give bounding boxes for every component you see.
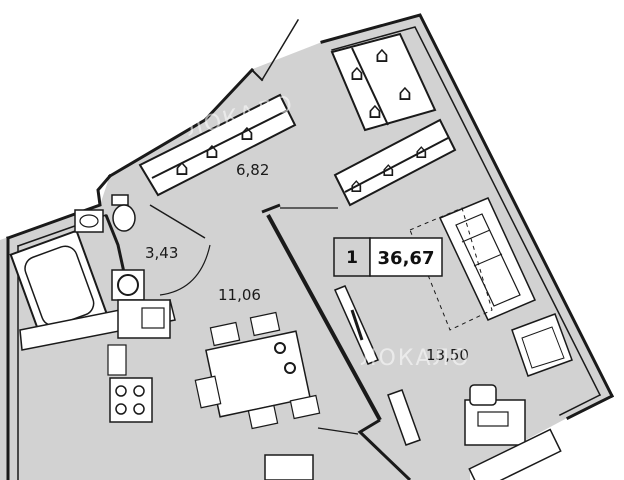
toilet xyxy=(111,194,129,206)
hanger-icon: ⌂ xyxy=(240,121,254,146)
hanger-icon: ⌂ xyxy=(350,173,363,197)
bathroom xyxy=(9,194,211,341)
radiator xyxy=(387,389,421,446)
window xyxy=(264,454,314,480)
hanger-icon: ⌂ xyxy=(415,139,428,163)
bathroom-door-swing xyxy=(159,244,211,296)
plate-icon xyxy=(284,362,296,374)
laptop-icon xyxy=(477,411,509,427)
hanger-icon: ⌂ xyxy=(350,61,364,86)
hanger-icon: ⌂ xyxy=(375,43,389,68)
office-chair xyxy=(469,384,497,406)
apartment-summary-badge: 1 36,67 xyxy=(333,237,443,277)
area-label-living-room: 13,50 xyxy=(426,346,469,364)
wardrobe-entry: ⌂ ⌂ ⌂ xyxy=(138,93,297,197)
rug xyxy=(409,207,493,331)
hanger-icon: ⌂ xyxy=(205,139,219,164)
hanger-icon: ⌂ xyxy=(398,81,412,106)
watermark: ЛОКАЛО xyxy=(360,346,470,371)
outer-walls xyxy=(6,13,615,480)
area-label-bathroom: 3,43 xyxy=(145,244,178,262)
area-label-hallway: 6,82 xyxy=(236,161,269,179)
hanger-icon: ⌂ xyxy=(382,157,395,181)
partition-wall xyxy=(261,203,412,480)
area-label-kitchen: 11,06 xyxy=(218,286,261,304)
wardrobe-living: ⌂ ⌂ ⌂ ⌂ ⌂ ⌂ ⌂ xyxy=(330,32,457,207)
plate-icon xyxy=(274,342,286,354)
floor-area xyxy=(0,15,610,480)
room-count-box xyxy=(333,237,371,277)
hanger-icon: ⌂ xyxy=(175,156,189,181)
total-area-box xyxy=(369,237,443,277)
stove xyxy=(109,377,153,423)
living-room xyxy=(333,197,573,480)
kitchen xyxy=(19,299,321,480)
room-count: 1 xyxy=(346,248,358,268)
kitchen-sink xyxy=(141,307,165,329)
hanger-icon: ⌂ xyxy=(368,99,382,124)
total-area: 36,67 xyxy=(378,248,435,269)
